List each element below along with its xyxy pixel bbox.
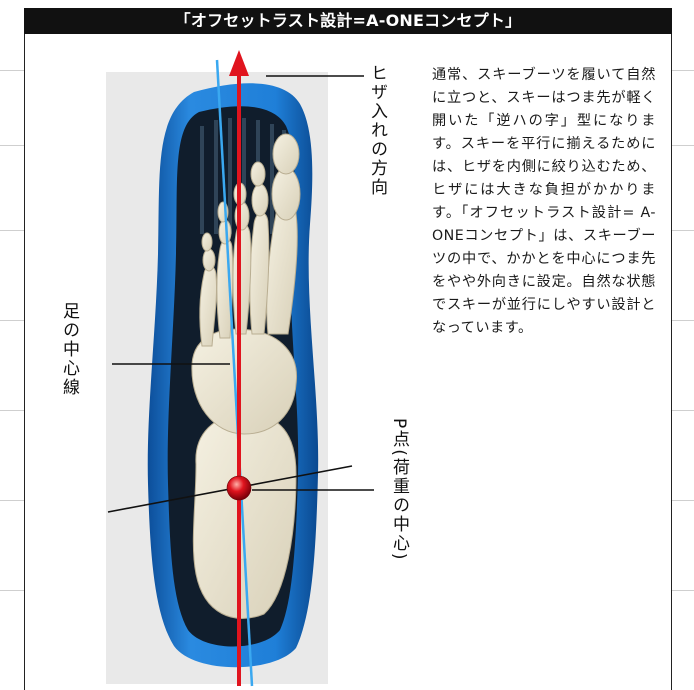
ruled-line (0, 410, 24, 411)
ruled-line (672, 590, 694, 591)
ruled-line (672, 70, 694, 71)
ruled-line (672, 230, 694, 231)
foot-center-line-label: 足の中心線 (59, 302, 79, 397)
ruled-line (672, 410, 694, 411)
ruled-line (0, 500, 24, 501)
boot-skeleton-figure (106, 50, 374, 687)
section-title: 「オフセットラスト設計=A-ONEコンセプト」 (24, 8, 672, 34)
ruled-line (0, 70, 24, 71)
p-point-marker (226, 475, 252, 501)
body-paragraph: 通常、スキーブーツを履いて自然に立つと、スキーはつま先が軽く開いた「逆ハの字」型… (432, 67, 656, 336)
p-point-label: P点(荷重の中心) (389, 418, 409, 562)
ruled-line (672, 500, 694, 501)
ruled-line (672, 145, 694, 146)
arrow-head (229, 50, 249, 76)
ruled-line (0, 320, 24, 321)
foot-center-line (215, 59, 254, 687)
ruled-line (0, 230, 24, 231)
knee-direction-label: ヒザ入れの方向 (367, 64, 387, 197)
ruled-line (0, 590, 24, 591)
ruled-line (0, 145, 24, 146)
ruled-line (672, 320, 694, 321)
